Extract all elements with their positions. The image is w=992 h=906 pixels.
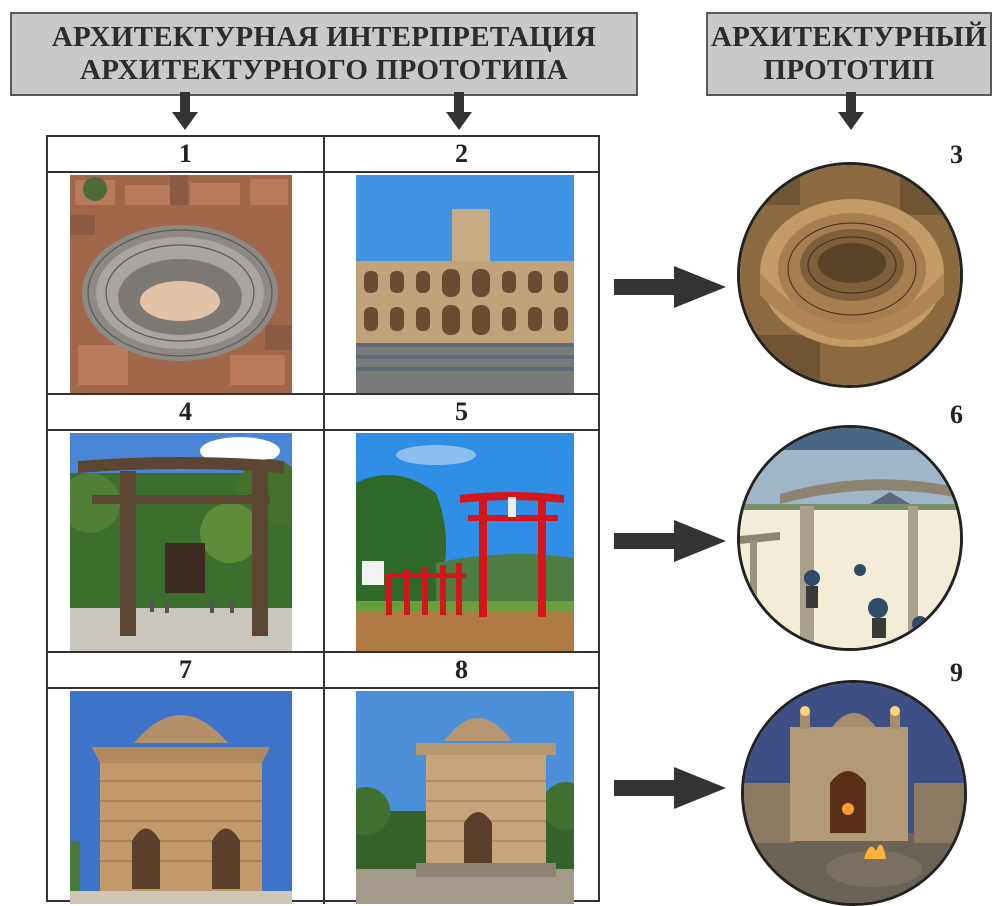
cell-number-8: 8 xyxy=(325,653,598,689)
prototype-number-9: 9 xyxy=(950,658,963,687)
cell-number-2: 2 xyxy=(325,137,598,173)
mausoleum-front-photo xyxy=(70,691,292,904)
torii-print-circle-image xyxy=(737,425,963,651)
arena-facade-photo xyxy=(356,175,574,393)
row-divider xyxy=(48,651,598,653)
mausoleum-angle-photo xyxy=(356,691,574,904)
prototype-header-line1: АРХИТЕКТУРНЫЙ xyxy=(710,20,988,53)
fire-temple-circle-photo xyxy=(741,680,967,906)
prototype-header-line2: ПРОТОТИП xyxy=(763,54,935,86)
red-torii-photo xyxy=(356,433,574,651)
right-arrow-icon xyxy=(614,767,726,809)
cell-number-1: 1 xyxy=(48,137,323,173)
prototype-number-6: 6 xyxy=(950,400,963,429)
interpretation-header-line2: АРХИТЕКТУРНОГО ПРОТОТИПА xyxy=(79,54,569,86)
grid-divider xyxy=(323,137,325,904)
cell-number-5: 5 xyxy=(325,395,598,431)
wooden-torii-photo xyxy=(70,433,292,651)
cell-number-4: 4 xyxy=(48,395,323,431)
colosseum-circle-photo xyxy=(737,162,963,388)
down-arrow-icon xyxy=(172,92,198,130)
prototype-header: АРХИТЕКТУРНЫЙ ПРОТОТИП xyxy=(706,12,992,96)
interpretation-header-line1: АРХИТЕКТУРНАЯ ИНТЕРПРЕТАЦИЯ xyxy=(51,20,597,53)
down-arrow-icon xyxy=(838,92,864,130)
interpretation-header: АРХИТЕКТУРНАЯ ИНТЕРПРЕТАЦИЯ АРХИТЕКТУРНО… xyxy=(10,12,638,96)
right-arrow-icon xyxy=(614,520,726,562)
interpretation-grid: 1 2 4 5 xyxy=(46,135,600,904)
prototype-number-3: 3 xyxy=(950,140,963,169)
row-divider xyxy=(48,393,598,395)
down-arrow-icon xyxy=(446,92,472,130)
arena-aerial-photo xyxy=(70,175,292,393)
cell-number-7: 7 xyxy=(48,653,323,689)
right-arrow-icon xyxy=(614,266,726,308)
